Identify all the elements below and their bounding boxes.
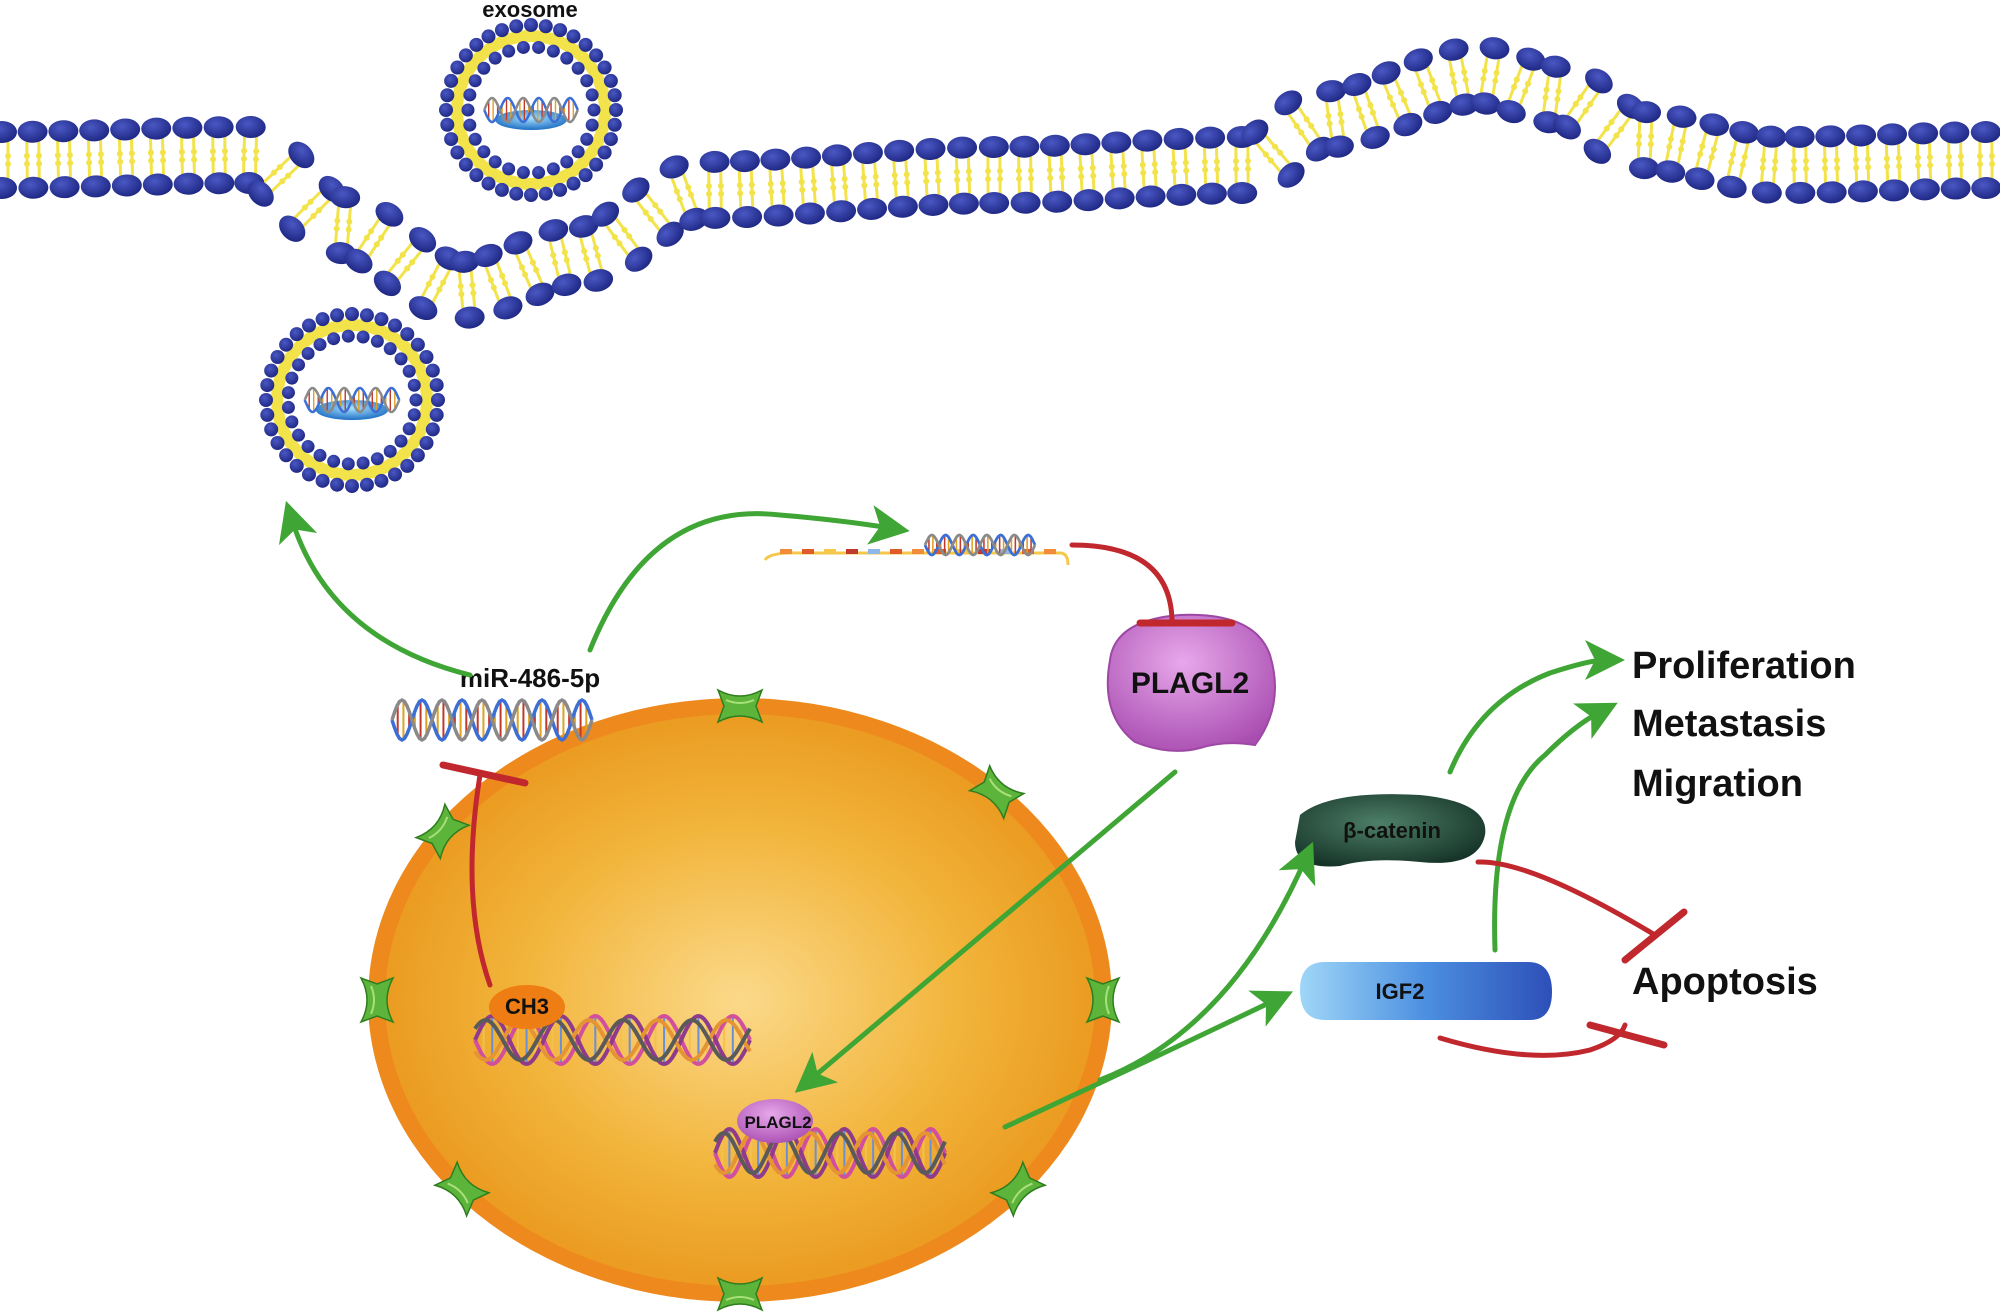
beta-catenin-label: β-catenin (1343, 818, 1441, 843)
methyl-group: CH3 (489, 985, 565, 1029)
mirna-duplex (390, 697, 594, 743)
metastasis-label: Metastasis (1632, 703, 1826, 745)
target-mrna (763, 533, 1070, 566)
inhibit-mirna-to-plagl2 (1069, 542, 1175, 623)
inhibit-bar-mirna (439, 761, 529, 787)
inhibit-beta-catenin-to-apoptosis (1475, 859, 1658, 938)
exosome-top (439, 18, 623, 202)
inhibit-methylation-to-mirna (469, 772, 493, 988)
mirna-label: miR-486-5p (460, 663, 600, 693)
arrow-gene-to-beta-catenin (1097, 841, 1316, 1083)
arrow-mirna-to-exosome (278, 500, 473, 678)
nuclear-pores (359, 688, 1121, 1312)
activation-arrows (278, 500, 1625, 1130)
proliferation-label: Proliferation (1632, 645, 1856, 687)
arrow-gene-to-igf2 (1002, 990, 1294, 1130)
methyl-label: CH3 (505, 994, 549, 1019)
cell-membrane (0, 37, 2000, 329)
plagl2-bound: PLAGL2 (737, 1099, 813, 1143)
arrow-plagl2-to-nucleus (794, 769, 1178, 1093)
inhibition-arrows (439, 542, 1688, 1058)
apoptosis-label: Apoptosis (1632, 961, 1818, 1003)
arrow-igf2-to-proliferation (1492, 702, 1618, 953)
lipid-tails (4, 54, 1996, 311)
lipid-heads (0, 37, 2000, 329)
plagl2-nucleus-label: PLAGL2 (744, 1113, 811, 1132)
dna-methylated-gene (473, 1014, 752, 1066)
arrow-beta-catenin-to-proliferation (1447, 640, 1625, 775)
exosome-released (259, 307, 445, 493)
plagl2-protein: PLAGL2 (1106, 613, 1276, 752)
inhibit-bar-apoptosis-bottom (1586, 1021, 1668, 1049)
exosome-label: exosome (482, 0, 577, 22)
inhibit-bar-apoptosis-top (1621, 908, 1688, 964)
igf2-protein: IGF2 (1300, 962, 1552, 1020)
beta-catenin-protein: β-catenin (1295, 794, 1486, 867)
migration-label: Migration (1632, 763, 1803, 805)
inhibit-igf2-to-apoptosis (1437, 1022, 1628, 1058)
arrow-mirna-to-mrna (587, 505, 910, 653)
plagl2-protein-label: PLAGL2 (1131, 667, 1249, 700)
igf2-label: IGF2 (1376, 979, 1425, 1004)
